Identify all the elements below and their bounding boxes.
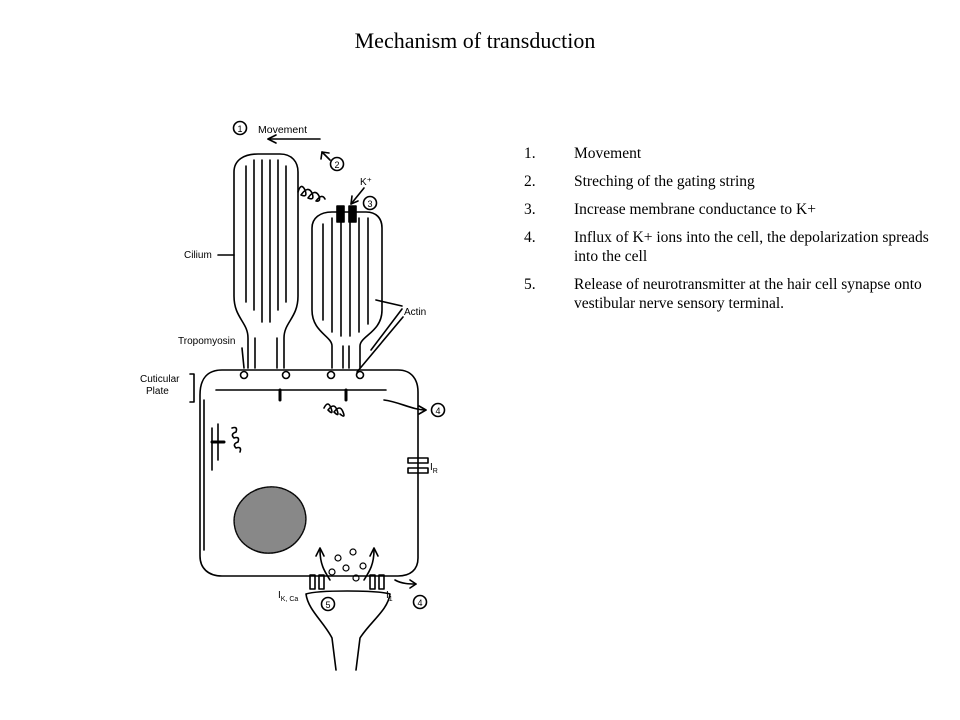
cytoplasm-coil: [323, 403, 345, 417]
ir-channel: [407, 457, 429, 474]
potassium-label: K⁺: [360, 177, 372, 188]
movement-label: Movement: [258, 124, 307, 136]
svg-text:5: 5: [325, 600, 330, 610]
mechanism-steps-list: 1.Movement 2.Streching of the gating str…: [524, 144, 944, 322]
svg-text:3: 3: [367, 199, 372, 209]
marker-1: 1: [232, 120, 248, 136]
rootlet-circles: [239, 370, 365, 380]
basal-body: [210, 423, 242, 471]
list-item: 2.Streching of the gating string: [524, 173, 755, 190]
hair-cell-body: [199, 369, 419, 577]
list-item: 3.Increase membrane conductance to K+: [524, 201, 816, 218]
depolarization-arrow-top: [383, 399, 427, 411]
tropomyosin-label: Tropomyosin: [178, 336, 235, 347]
hair-cell-diagram: 1 Movement 2 K⁺: [140, 120, 446, 671]
i1-channel: [369, 574, 385, 590]
marker-4-top: 4: [430, 402, 446, 418]
synaptic-vesicles: [328, 548, 367, 582]
list-item: 1.Movement: [524, 145, 642, 162]
ir-label: IR: [430, 462, 438, 475]
svg-text:4: 4: [417, 598, 422, 608]
svg-text:2: 2: [334, 160, 339, 170]
marker-2: 2: [329, 156, 345, 172]
nucleus: [233, 486, 307, 554]
ikca-channel: [309, 574, 325, 590]
slide-title: Mechanism of transduction: [354, 28, 596, 53]
kinocilium: [233, 153, 299, 369]
ikca-label: IK, Ca: [278, 590, 298, 603]
gating-spring: [297, 185, 326, 202]
svg-text:4: 4: [435, 406, 440, 416]
cuticular-plate-label: Cuticular Plate: [140, 374, 182, 397]
stretch-arrow: [320, 151, 331, 161]
marker-4-bottom: 4: [412, 594, 428, 610]
movement-arrow: [267, 134, 321, 144]
i1-label: I1: [386, 590, 393, 603]
depolarization-arrow-bottom: [394, 579, 417, 585]
transduction-channel: [336, 205, 357, 223]
nerve-terminal: [305, 590, 391, 671]
potassium-arrow: [350, 187, 365, 205]
marker-3: 3: [362, 195, 378, 211]
marker-5: 5: [320, 596, 336, 612]
svg-text:1: 1: [237, 124, 242, 134]
cilium-label: Cilium: [184, 250, 212, 261]
list-item: 4.Influx of K+ ions into the cell, the d…: [524, 229, 929, 265]
cuticular-bracket: [189, 373, 195, 403]
actin-label: Actin: [404, 307, 426, 318]
list-item: 5.Release of neurotransmitter at the hai…: [524, 276, 922, 312]
stereocilium: [311, 211, 383, 369]
